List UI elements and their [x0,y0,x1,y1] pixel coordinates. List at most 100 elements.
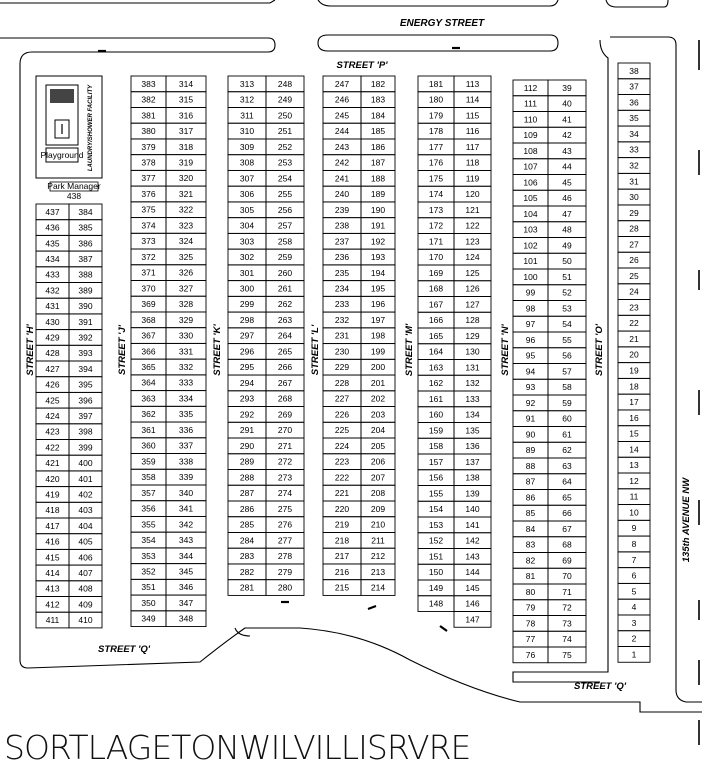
laundry-machines-icon [50,89,74,103]
lot-number: 288 [240,472,254,482]
lot-number: 28 [629,224,639,234]
lot-number: 396 [78,395,92,405]
lot-number: 220 [335,504,349,514]
lot-number: 265 [278,346,292,356]
lot-number: 425 [45,395,59,405]
lot-number: 19 [629,366,639,376]
lot-number: 293 [240,394,254,404]
lot-number: 261 [278,283,292,293]
lot-number: 141 [465,520,479,530]
lot-number: 270 [278,425,292,435]
lot-number: 358 [141,472,155,482]
lot-number: 337 [179,441,193,451]
lot-number: 40 [562,99,572,109]
lot-number: 394 [78,364,92,374]
lot-number: 236 [335,252,349,262]
lot-number: 323 [179,220,193,230]
lot-number: 426 [45,380,59,390]
lot-number: 46 [562,193,572,203]
lot-number: 359 [141,456,155,466]
lot-number: 50 [562,256,572,266]
lot-number: 211 [371,535,385,545]
lot-number: 231 [335,331,349,341]
lot-number: 197 [371,315,385,325]
lot-number: 332 [179,362,193,372]
lot-number: 373 [141,236,155,246]
lot-number: 117 [466,142,480,152]
lot-number: 349 [141,614,155,624]
lot-number: 1 [632,649,637,659]
lot-number: 387 [78,254,92,264]
lot-number: 238 [335,221,349,231]
lot-number: 362 [141,409,155,419]
lot-number: 381 [141,110,155,120]
lot-number: 180 [429,95,443,105]
lot-number: 38 [629,66,639,76]
lot-number: 165 [429,331,443,341]
lot-number: 418 [45,505,59,515]
street-p-label: STREET 'P' [337,60,389,71]
lot-number: 192 [371,236,385,246]
lot-number: 205 [371,441,385,451]
lot-number: 267 [278,378,292,388]
lot-number: 249 [278,95,292,105]
lot-number: 77 [526,634,536,644]
lot-number: 365 [141,362,155,372]
lot-number: 149 [429,583,443,593]
lot-number: 184 [371,110,385,120]
lot-number: 160 [429,410,443,420]
lot-number: 186 [371,142,385,152]
lot-number: 229 [335,362,349,372]
lot-number: 53 [562,303,572,313]
lot-number: 383 [141,79,155,89]
lot-number: 10 [629,507,639,517]
lot-number: 118 [466,158,480,168]
lot-number: 191 [371,221,385,231]
lot-number: 26 [629,255,639,265]
lot-number: 413 [45,584,59,594]
lot-number: 422 [45,442,59,452]
lot-number: 341 [179,504,193,514]
lot-number: 182 [371,79,385,89]
lot-number: 404 [78,521,92,531]
lot-number: 269 [278,409,292,419]
lot-number: 307 [240,173,254,183]
lot-cell [165,610,207,628]
lot-number: 333 [179,378,193,388]
avenue-label: 135th AVENUE NW [681,477,692,562]
lot-number: 195 [371,283,385,293]
lot-number: 89 [526,445,536,455]
lot-number: 379 [141,142,155,152]
lot-number: 3 [632,618,637,628]
marker [367,604,377,611]
lot-number: 169 [429,268,443,278]
lot-number: 417 [45,521,59,531]
lot-number: 58 [562,382,572,392]
lot-number: 48 [562,225,572,235]
lot-number: 264 [278,331,292,341]
lot-number: 88 [526,461,536,471]
lot-number: 253 [278,158,292,168]
lot-number: 412 [45,599,59,609]
lot-number: 167 [429,299,443,309]
lot-number: 6 [632,571,637,581]
street-k-label: STREET 'K' [212,324,223,376]
lot-number: 72 [562,603,572,613]
lot-number: 239 [335,205,349,215]
street-l-label: STREET 'L' [310,324,321,375]
lot-number: 81 [526,571,536,581]
lot-number: 361 [141,425,155,435]
lot-number: 392 [78,332,92,342]
lot-number: 42 [562,130,572,140]
lot-number: 338 [179,456,193,466]
lot-number: 378 [141,158,155,168]
top-road-edge-left [0,0,276,4]
lot-number: 432 [45,285,59,295]
lot-number: 196 [371,299,385,309]
lot-number: 202 [371,394,385,404]
lot-number: 218 [335,535,349,545]
lot-number: 82 [526,555,536,565]
lot-number: 225 [335,425,349,435]
lot-number: 113 [466,79,480,89]
street-h-label: STREET 'H' [25,324,36,376]
